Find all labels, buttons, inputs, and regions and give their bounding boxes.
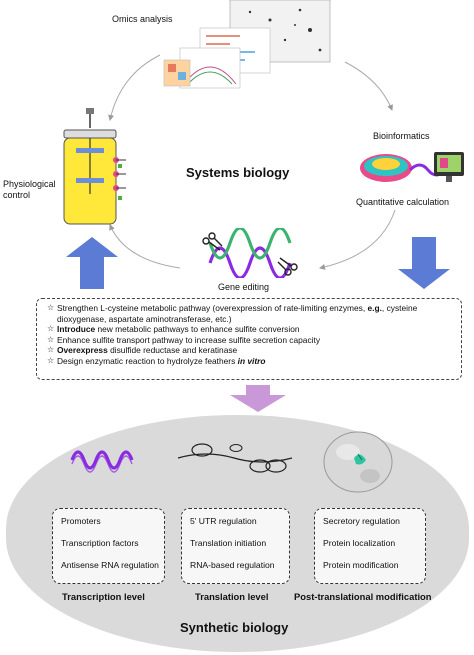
bioreactor-icon [63, 108, 126, 225]
physiological-control-label-2: control [3, 190, 31, 200]
transcription-item: Transcription factors [61, 538, 139, 548]
up-arrow-blue [66, 237, 118, 289]
translation-ribosome-icon [177, 443, 293, 473]
strategy-text: disulfide reductase and keratinase [107, 345, 238, 356]
translation-item: Translation initiation [190, 538, 267, 548]
strategy-item: ☆ Enhance sulfite transport pathway to i… [47, 335, 453, 346]
translation-item: RNA-based regulation [190, 560, 275, 570]
post-translational-item: Secretory regulation [323, 516, 400, 526]
strategy-text-cont: , cysteine dioxygenase, aspartate aminot… [57, 303, 418, 324]
bioinformatics-label: Bioinformatics [373, 131, 430, 141]
transcription-level-title: Transcription level [62, 591, 145, 602]
omics-analysis-label: Omics analysis [112, 14, 173, 24]
transcription-item: Antisense RNA regulation [61, 560, 159, 570]
star-icon: ☆ [47, 303, 55, 312]
strategy-bold-text: Introduce [57, 324, 96, 335]
strategy-item: ☆ Introduce new metabolic pathways to en… [47, 324, 453, 335]
strategy-text: Enhance sulfite transport pathway to inc… [57, 334, 321, 345]
star-icon: ☆ [47, 324, 55, 334]
strategy-bold-text: in vitro [237, 355, 266, 366]
transcription-item: Promoters [61, 516, 101, 526]
transcription-level-box: Promoters Transcription factors Antisens… [52, 508, 165, 584]
strategy-item: ☆ Overexpress disulfide reductase and ke… [47, 345, 453, 356]
strategy-text: new metabolic pathways to enhance sulfit… [95, 324, 300, 335]
star-icon: ☆ [47, 355, 55, 365]
strategy-bold-text: e.g. [367, 303, 382, 313]
quantitative-calculation-label: Quantitative calculation [356, 197, 450, 207]
translation-level-box: 5' UTR regulation Translation initiation… [181, 508, 290, 584]
omics-collage-image [163, 0, 331, 89]
translation-level-title: Translation level [195, 591, 269, 602]
mrna-icon [70, 450, 134, 473]
down-arrow-purple [230, 385, 286, 412]
translation-item: 5' UTR regulation [190, 516, 257, 526]
systems-biology-title: Systems biology [186, 165, 290, 180]
physiological-control-label-1: Physiological [3, 179, 56, 189]
post-translational-item: Protein localization [323, 538, 396, 548]
systems-cycle-arrows [108, 54, 396, 270]
strategy-bold-text: Overexpress [57, 345, 108, 356]
star-icon: ☆ [47, 345, 55, 355]
synthetic-biology-title: Synthetic biology [180, 620, 289, 635]
down-arrow-blue [398, 237, 450, 289]
strategy-item: ☆ Design enzymatic reaction to hydrolyze… [47, 356, 453, 367]
strategy-list-box: ☆ Strengthen L-cysteine metabolic pathwa… [36, 298, 462, 380]
post-translational-item: Protein modification [323, 560, 399, 570]
strategy-text: Design enzymatic reaction to hydrolyze f… [57, 355, 238, 366]
post-translational-level-box: Secretory regulation Protein localizatio… [314, 508, 426, 584]
gene-editing-label: Gene editing [218, 282, 270, 292]
post-translational-level-title: Post-translational modification [294, 591, 432, 602]
bioinformatics-graphic [360, 152, 464, 182]
protein-structure-icon [323, 431, 393, 493]
strategy-text: Strengthen L-cysteine metabolic pathway … [57, 303, 368, 313]
strategy-item: ☆ Strengthen L-cysteine metabolic pathwa… [47, 303, 453, 324]
gene-editing-dna-icon [202, 228, 298, 278]
star-icon: ☆ [47, 334, 55, 344]
